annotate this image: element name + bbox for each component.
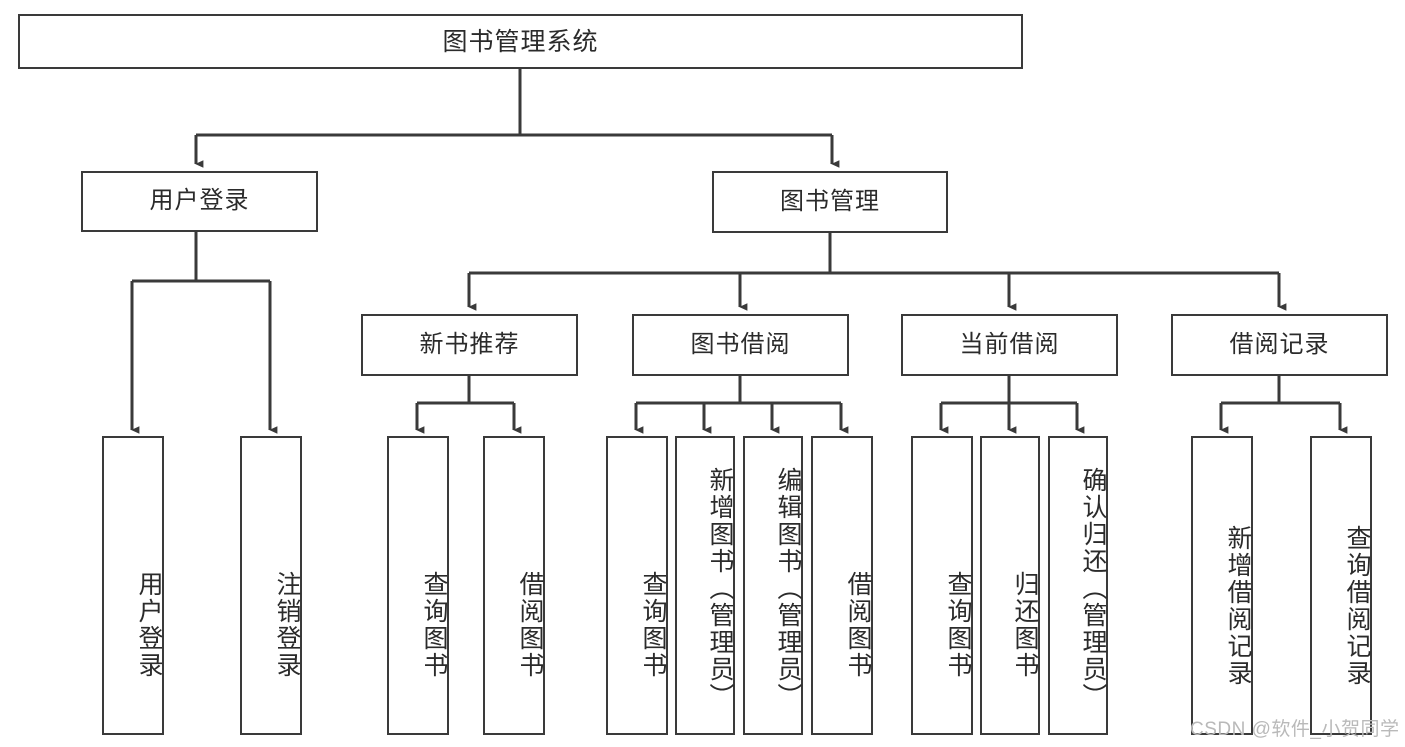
leaf-record-query[interactable]: 查询借阅记录 <box>1310 436 1372 735</box>
leaf-label: 归还图书 <box>1011 570 1039 679</box>
leaf-label: 新增图书（管理员） <box>706 466 734 710</box>
node-user-login-label: 用户登录 <box>149 187 250 215</box>
node-book-borrow-label: 图书借阅 <box>690 330 791 358</box>
leaf-label: 借阅图书 <box>516 570 544 679</box>
leaf-new-book-borrow[interactable]: 借阅图书 <box>483 436 545 735</box>
leaf-label: 查询图书 <box>944 570 972 679</box>
node-borrow-record[interactable]: 借阅记录 <box>1171 314 1388 376</box>
node-current-borrow-label: 当前借阅 <box>959 330 1060 358</box>
leaf-current-borrow-query[interactable]: 查询图书 <box>911 436 973 735</box>
node-user-login[interactable]: 用户登录 <box>81 171 318 232</box>
leaf-label: 确认归还（管理员） <box>1079 466 1107 710</box>
node-borrow-record-label: 借阅记录 <box>1229 330 1330 358</box>
node-new-book-recommend-label: 新书推荐 <box>419 330 520 358</box>
leaf-label: 编辑图书（管理员） <box>774 466 802 710</box>
leaf-record-add[interactable]: 新增借阅记录 <box>1191 436 1253 735</box>
leaf-label: 注销登录 <box>273 570 301 679</box>
leaf-book-borrow-add[interactable]: 新增图书（管理员） <box>675 436 735 735</box>
csdn-watermark: CSDN @软件_小贺同学 <box>1190 719 1400 740</box>
leaf-label: 用户登录 <box>135 570 163 679</box>
leaf-book-borrow-edit[interactable]: 编辑图书（管理员） <box>743 436 803 735</box>
leaf-book-borrow-query[interactable]: 查询图书 <box>606 436 668 735</box>
node-new-book-recommend[interactable]: 新书推荐 <box>361 314 578 376</box>
node-book-management-label: 图书管理 <box>780 187 880 215</box>
leaf-current-borrow-confirm[interactable]: 确认归还（管理员） <box>1048 436 1108 735</box>
leaf-label: 借阅图书 <box>844 570 872 679</box>
leaf-label: 查询图书 <box>420 570 448 679</box>
leaf-user-login-signout[interactable]: 注销登录 <box>240 436 302 735</box>
leaf-new-book-query[interactable]: 查询图书 <box>387 436 449 735</box>
leaf-current-borrow-return[interactable]: 归还图书 <box>980 436 1040 735</box>
node-root-label: 图书管理系统 <box>442 27 599 56</box>
node-book-management[interactable]: 图书管理 <box>712 171 948 233</box>
leaf-user-login-signin[interactable]: 用户登录 <box>102 436 164 735</box>
leaf-label: 查询图书 <box>639 570 667 679</box>
node-current-borrow[interactable]: 当前借阅 <box>901 314 1118 376</box>
leaf-label: 新增借阅记录 <box>1224 524 1252 687</box>
node-book-borrow[interactable]: 图书借阅 <box>632 314 849 376</box>
leaf-label: 查询借阅记录 <box>1343 524 1371 687</box>
leaf-book-borrow-lend[interactable]: 借阅图书 <box>811 436 873 735</box>
node-root[interactable]: 图书管理系统 <box>18 14 1023 69</box>
